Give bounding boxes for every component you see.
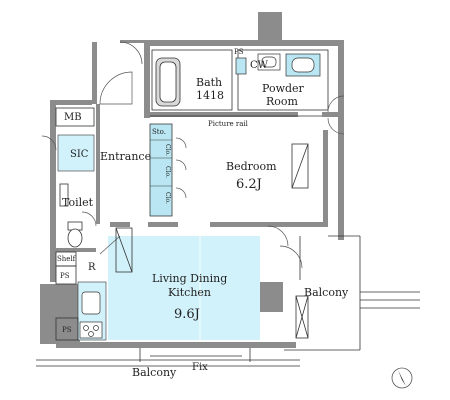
walls — [40, 12, 344, 348]
stove-icon — [79, 291, 103, 339]
picture-rail-label: Picture rail — [208, 120, 249, 128]
ldk-floor — [108, 236, 260, 340]
powder-room-label-1: Powder — [262, 82, 305, 95]
bath-size: 1418 — [196, 89, 224, 102]
bathtub-icon — [155, 57, 181, 107]
sic-label: SIC — [70, 149, 89, 160]
balcony-bottom-label: Balcony — [132, 366, 177, 379]
balcony-right-label: Balcony — [304, 286, 349, 299]
ps-bottom-label: PS — [62, 326, 72, 334]
clo-label-3: Clo. — [164, 192, 171, 204]
cw-label: CW — [250, 60, 269, 71]
bedroom-label: Bedroom — [226, 160, 277, 173]
ldk-label-2: Kitchen — [168, 286, 211, 299]
toilet-icon — [59, 183, 83, 248]
mb-label: MB — [64, 112, 82, 123]
r-label: R — [88, 262, 96, 273]
ldk-label-1: Living Dining — [152, 272, 227, 285]
ps-left-label: PS — [60, 272, 70, 280]
sic-fill — [57, 134, 95, 172]
ps-top-label: PS — [234, 48, 244, 56]
shelf-label: Shelf — [57, 255, 77, 263]
toilet-label: Toilet — [62, 196, 94, 209]
door-swing-icon — [41, 41, 345, 269]
powder-room-label-2: Room — [266, 95, 299, 108]
storage-sto — [149, 123, 173, 217]
north-arrow-icon — [391, 367, 413, 389]
bedroom-size: 6.2J — [236, 177, 262, 192]
bath-label: Bath — [196, 76, 222, 89]
plan-lines — [36, 107, 420, 367]
sto-label: Sto. — [152, 128, 166, 136]
sink-icon — [235, 53, 321, 77]
fix-label: Fix — [192, 362, 208, 373]
clo-label-1: Clo. — [164, 144, 171, 156]
ldk-size: 9.6J — [174, 307, 200, 322]
clo-label-2: Clo. — [164, 166, 171, 178]
entrance-label: Entrance — [100, 150, 151, 163]
